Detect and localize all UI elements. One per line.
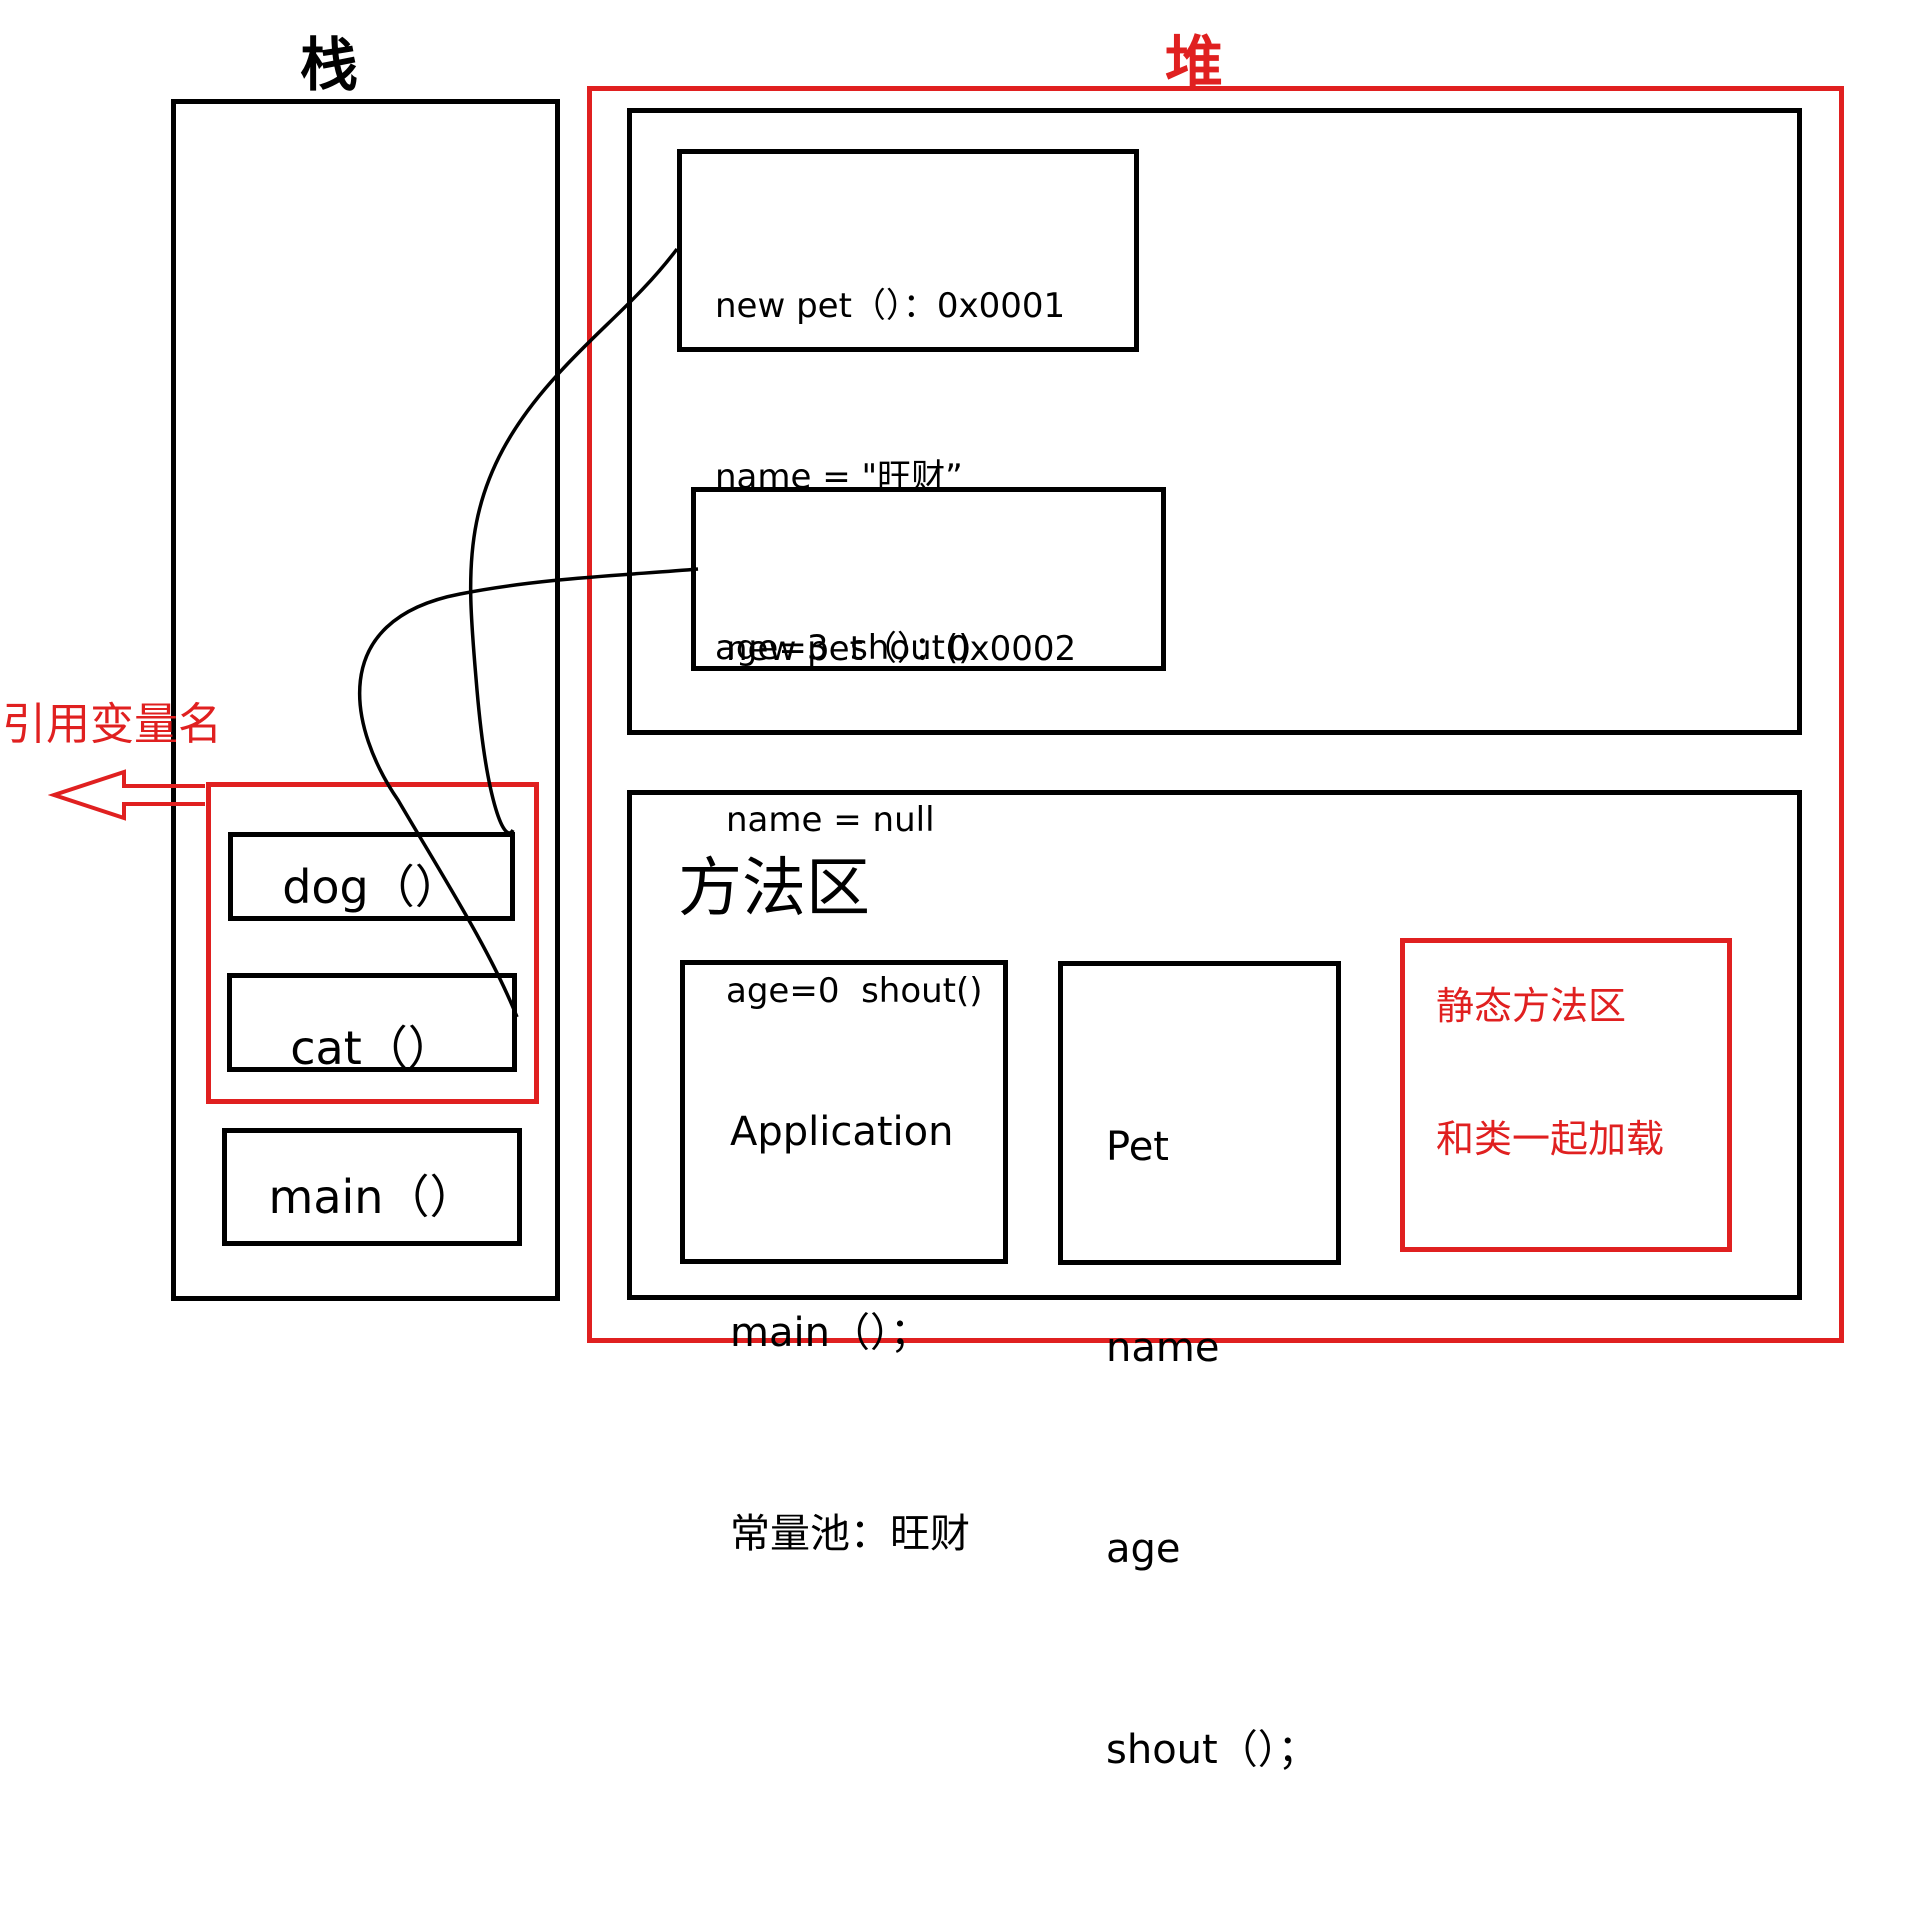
stack-frame-main-label: main（） (268, 1170, 476, 1224)
left-arrow-icon (48, 769, 205, 821)
class-pet-line-1: Pet (1106, 1124, 1169, 1170)
heap-object-2-line-3: age=0 shout() (726, 971, 983, 1011)
stack-box (171, 99, 560, 1301)
class-pet-line-2: name (1106, 1325, 1220, 1371)
method-area: 方法区 (627, 790, 1802, 1300)
class-application-line-3: 常量池：旺财 (730, 1511, 970, 1557)
heap-object-0x0001: new pet（）：0x0001 name = "旺财” age=3 shout… (677, 149, 1139, 668)
method-area-title: 方法区 (678, 852, 870, 926)
heap-object-1-line-1: new pet（）：0x0001 (715, 286, 1066, 326)
heap-object-0x0002: new pet（）：0x0002 name = null age=0 shout… (691, 487, 1166, 1011)
reference-links (358, 247, 699, 1018)
heap-object-2-line-2: name = null (726, 800, 935, 840)
heap-object-2-line-1: new pet（）：0x0002 (726, 629, 1077, 669)
class-application-line-1: Application (730, 1109, 954, 1155)
stack-frame-dog: dog（） (228, 832, 515, 921)
heap-title: 堆 (1165, 29, 1224, 97)
class-pet-line-4: shout（）； (1106, 1727, 1318, 1773)
static-method-area: 静态方法区 和类一起加载 (1400, 938, 1732, 1252)
reference-variable-label: 引用变量名 (2, 699, 222, 750)
stack-frame-main: main（） (222, 1128, 522, 1246)
memory-diagram: 栈 dog（） cat（） main（） 引用变量名 堆 new pet（）：0… (2, 29, 1844, 1773)
stack-frame-cat-label: cat（） (290, 1021, 454, 1075)
stack-frame-cat: cat（） (227, 973, 517, 1075)
stack-title: 栈 (300, 31, 359, 99)
link-cat-to-object-2 (358, 567, 699, 1018)
reference-variables-group (206, 782, 539, 1104)
class-application-line-2: main（）； (730, 1310, 930, 1356)
heap-box (587, 86, 1844, 1343)
class-pet-line-3: age (1106, 1526, 1181, 1572)
static-method-area-note: 和类一起加载 (1436, 1117, 1665, 1161)
link-dog-to-object-1 (468, 247, 679, 835)
object-area (627, 108, 1802, 735)
static-method-area-title: 静态方法区 (1436, 984, 1627, 1028)
stack-frame-dog-label: dog（） (282, 860, 461, 914)
heap-object-1-line-3: age=3 shout() (715, 628, 972, 668)
